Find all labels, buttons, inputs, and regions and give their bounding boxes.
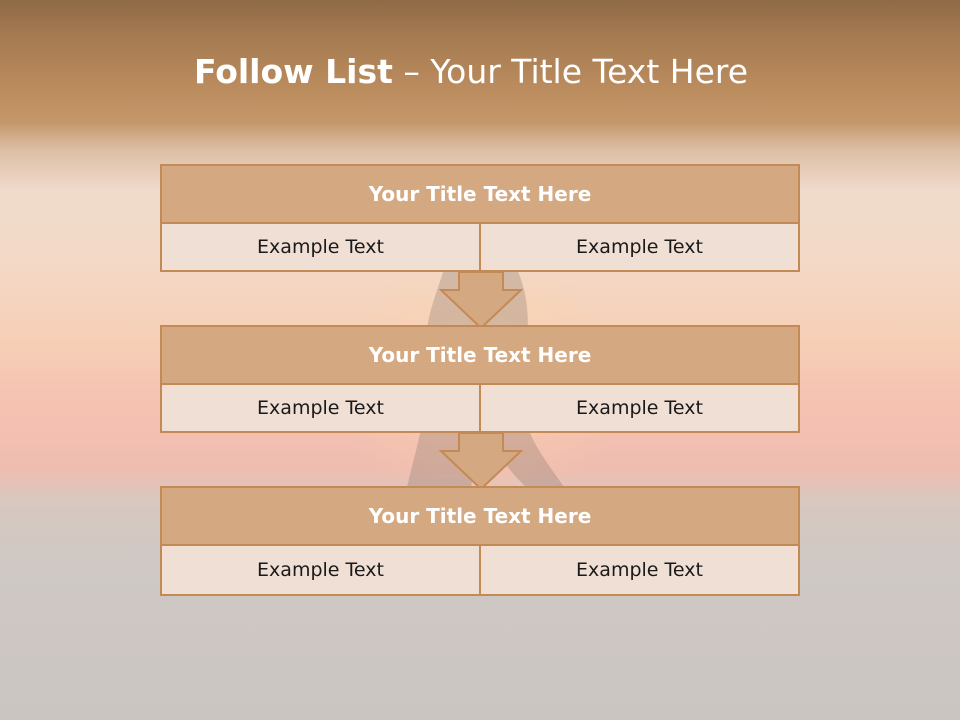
down-arrow-icon xyxy=(439,271,523,330)
down-arrow-icon xyxy=(439,432,523,491)
step-cell-left: Example Text xyxy=(162,546,479,594)
step-cell-left: Example Text xyxy=(162,224,479,270)
step-row: Example Text Example Text xyxy=(162,224,798,270)
step-title: Your Title Text Here xyxy=(162,166,798,224)
title-rest: – Your Title Text Here xyxy=(392,52,749,91)
step-block-1: Your Title Text Here Example Text Exampl… xyxy=(160,164,800,272)
step-block-3: Your Title Text Here Example Text Exampl… xyxy=(160,486,800,596)
step-row: Example Text Example Text xyxy=(162,385,798,431)
step-title: Your Title Text Here xyxy=(162,488,798,546)
step-title: Your Title Text Here xyxy=(162,327,798,385)
step-block-2: Your Title Text Here Example Text Exampl… xyxy=(160,325,800,433)
step-cell-left: Example Text xyxy=(162,385,479,431)
slide-title: Follow List – Your Title Text Here xyxy=(0,52,942,91)
step-row: Example Text Example Text xyxy=(162,546,798,594)
step-cell-right: Example Text xyxy=(479,546,798,594)
step-cell-right: Example Text xyxy=(479,224,798,270)
step-cell-right: Example Text xyxy=(479,385,798,431)
title-bold: Follow List xyxy=(193,52,393,91)
